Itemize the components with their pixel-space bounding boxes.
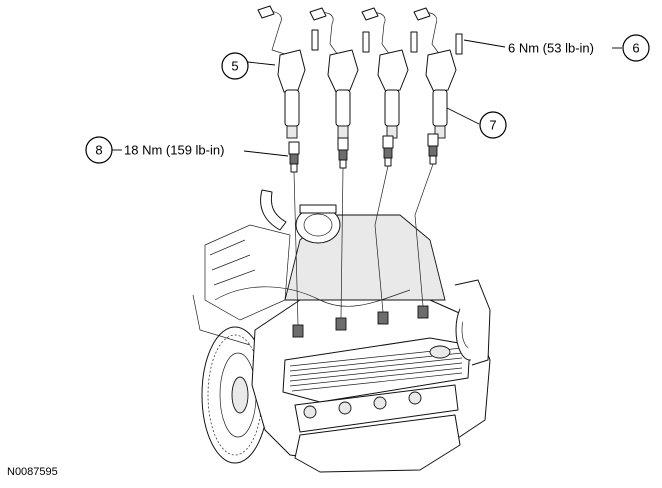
- spark-plug: [337, 137, 349, 169]
- spark-plug: [382, 135, 394, 167]
- figure-id: N0087595: [7, 466, 58, 478]
- front-accessories: [454, 279, 491, 366]
- oil-pan: [294, 414, 461, 473]
- spark-plug: [427, 133, 439, 165]
- callout-7-number: 7: [489, 118, 496, 133]
- spark-plugs: [288, 133, 439, 173]
- coil: [327, 49, 359, 139]
- throttle-body: [295, 204, 341, 244]
- callout-8: 8 18 Nm (159 lb-in): [85, 136, 289, 164]
- spark-plug: [288, 141, 300, 173]
- installation-lines: [293, 163, 434, 326]
- coil-bolts: [311, 29, 463, 55]
- engine-assembly: [192, 189, 491, 473]
- coil: [377, 49, 409, 139]
- coil: [425, 49, 457, 139]
- block-ribs: [192, 224, 291, 346]
- callout-5-number: 5: [231, 59, 238, 74]
- callout-6: 6 Nm (53 lb-in) 6: [463, 34, 650, 62]
- callout-5: 5: [221, 52, 276, 80]
- callout-6-number: 6: [632, 41, 639, 56]
- coil: [277, 49, 306, 139]
- callout-8-torque-spec: 18 Nm (159 lb-in): [124, 143, 224, 158]
- valve-cover: [282, 337, 471, 403]
- ignition-coils: [257, 5, 463, 139]
- exhaust-manifold: [294, 384, 459, 433]
- callout-7: 7: [446, 107, 507, 139]
- callout-8-number: 8: [95, 143, 102, 158]
- harness: [214, 286, 411, 307]
- hose: [260, 189, 287, 231]
- callout-6-torque-spec: 6 Nm (53 lb-in): [508, 41, 594, 56]
